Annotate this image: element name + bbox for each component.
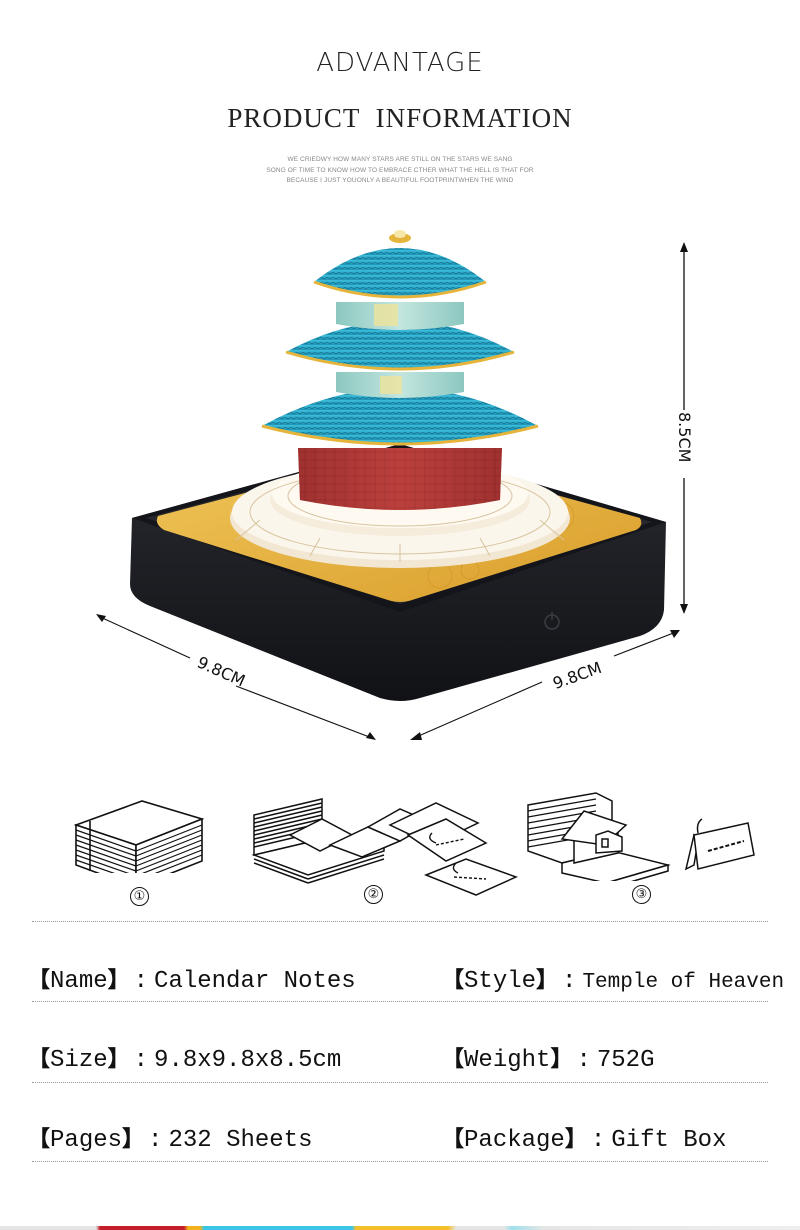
spec-key: Pages [50, 1127, 123, 1154]
step-number-1: ① [130, 887, 149, 906]
spec-weight: 【Weight】:752G [442, 1041, 654, 1074]
step-number-3: ③ [632, 885, 651, 904]
bracket-open: 【 [442, 968, 465, 993]
house-model-icon [527, 792, 755, 881]
section-title: ADVANTAGE [316, 48, 484, 78]
spec-value: 232 Sheets [168, 1127, 313, 1154]
usage-steps: ① ② [0, 785, 800, 910]
height-dimension-line [680, 242, 688, 614]
divider [32, 921, 768, 922]
divider [32, 1161, 768, 1162]
spec-value: Gift Box [611, 1127, 727, 1154]
spec-key: Weight [464, 1047, 551, 1074]
bracket-open: 【 [442, 1127, 465, 1152]
colon: : [576, 1047, 591, 1074]
tear-off-pages-icon [251, 798, 518, 896]
spec-style: 【Style】:Temple of Heaven [442, 962, 784, 995]
next-image-preview-strip [0, 1226, 800, 1230]
colon: : [590, 1127, 606, 1154]
spec-value: 9.8x9.8x8.5cm [154, 1047, 342, 1074]
spec-key: Name [50, 968, 108, 995]
power-icon [544, 612, 560, 630]
bracket-open: 【 [28, 1047, 51, 1072]
divider [32, 1082, 768, 1083]
bracket-close: 】 [122, 1127, 145, 1152]
height-label: 8.5CM [675, 412, 694, 463]
bracket-open: 【 [442, 1047, 465, 1072]
colon: : [133, 1047, 149, 1074]
divider [32, 1001, 768, 1002]
tagline-line: SONG OF TIME TO KNOW HOW TO EMBRACE CTHE… [266, 166, 534, 174]
section-subtitle: PRODUCT INFORMATION [227, 103, 573, 133]
paper-stack-icon [74, 800, 205, 873]
bracket-open: 【 [28, 1127, 51, 1152]
bracket-close: 】 [536, 968, 559, 993]
temple-model-illustration [96, 230, 688, 740]
spec-size: 【Size】:9.8x9.8x8.5cm [28, 1041, 341, 1074]
spec-value: Temple of Heaven [582, 971, 785, 994]
spec-pages: 【Pages】:232 Sheets [28, 1121, 312, 1154]
step-number-2: ② [364, 885, 383, 904]
tagline: WE CRIEDWY HOW MANY STARS ARE STILL ON T… [0, 155, 800, 187]
colon: : [148, 1127, 163, 1154]
product-image: 8.5CM 9.8CM 9.8CM [0, 200, 800, 760]
tagline-line: BECAUSE I JUST YOUONLY A BEAUTIFUL FOOTP… [286, 177, 514, 184]
spec-key: Size [50, 1047, 108, 1074]
bracket-close: 】 [107, 1047, 130, 1072]
bracket-close: 】 [550, 1047, 573, 1072]
colon: : [133, 968, 149, 995]
roof-tier-top [314, 248, 486, 297]
spec-value: Calendar Notes [154, 968, 356, 995]
spec-name: 【Name】:Calendar Notes [28, 962, 356, 995]
bracket-close: 】 [564, 1127, 587, 1152]
width-dimension-lines [96, 614, 680, 740]
spec-package: 【Package】:Gift Box [442, 1121, 726, 1154]
colon: : [562, 968, 577, 995]
spec-value: 752G [596, 1047, 655, 1074]
roof-tier-bottom [262, 388, 538, 444]
bracket-close: 】 [107, 968, 130, 993]
spec-key: Style [464, 968, 537, 995]
roof-tier-middle [286, 321, 514, 369]
spec-key: Package [464, 1127, 565, 1154]
tagline-line: WE CRIEDWY HOW MANY STARS ARE STILL ON T… [287, 156, 513, 163]
bracket-open: 【 [28, 968, 51, 993]
